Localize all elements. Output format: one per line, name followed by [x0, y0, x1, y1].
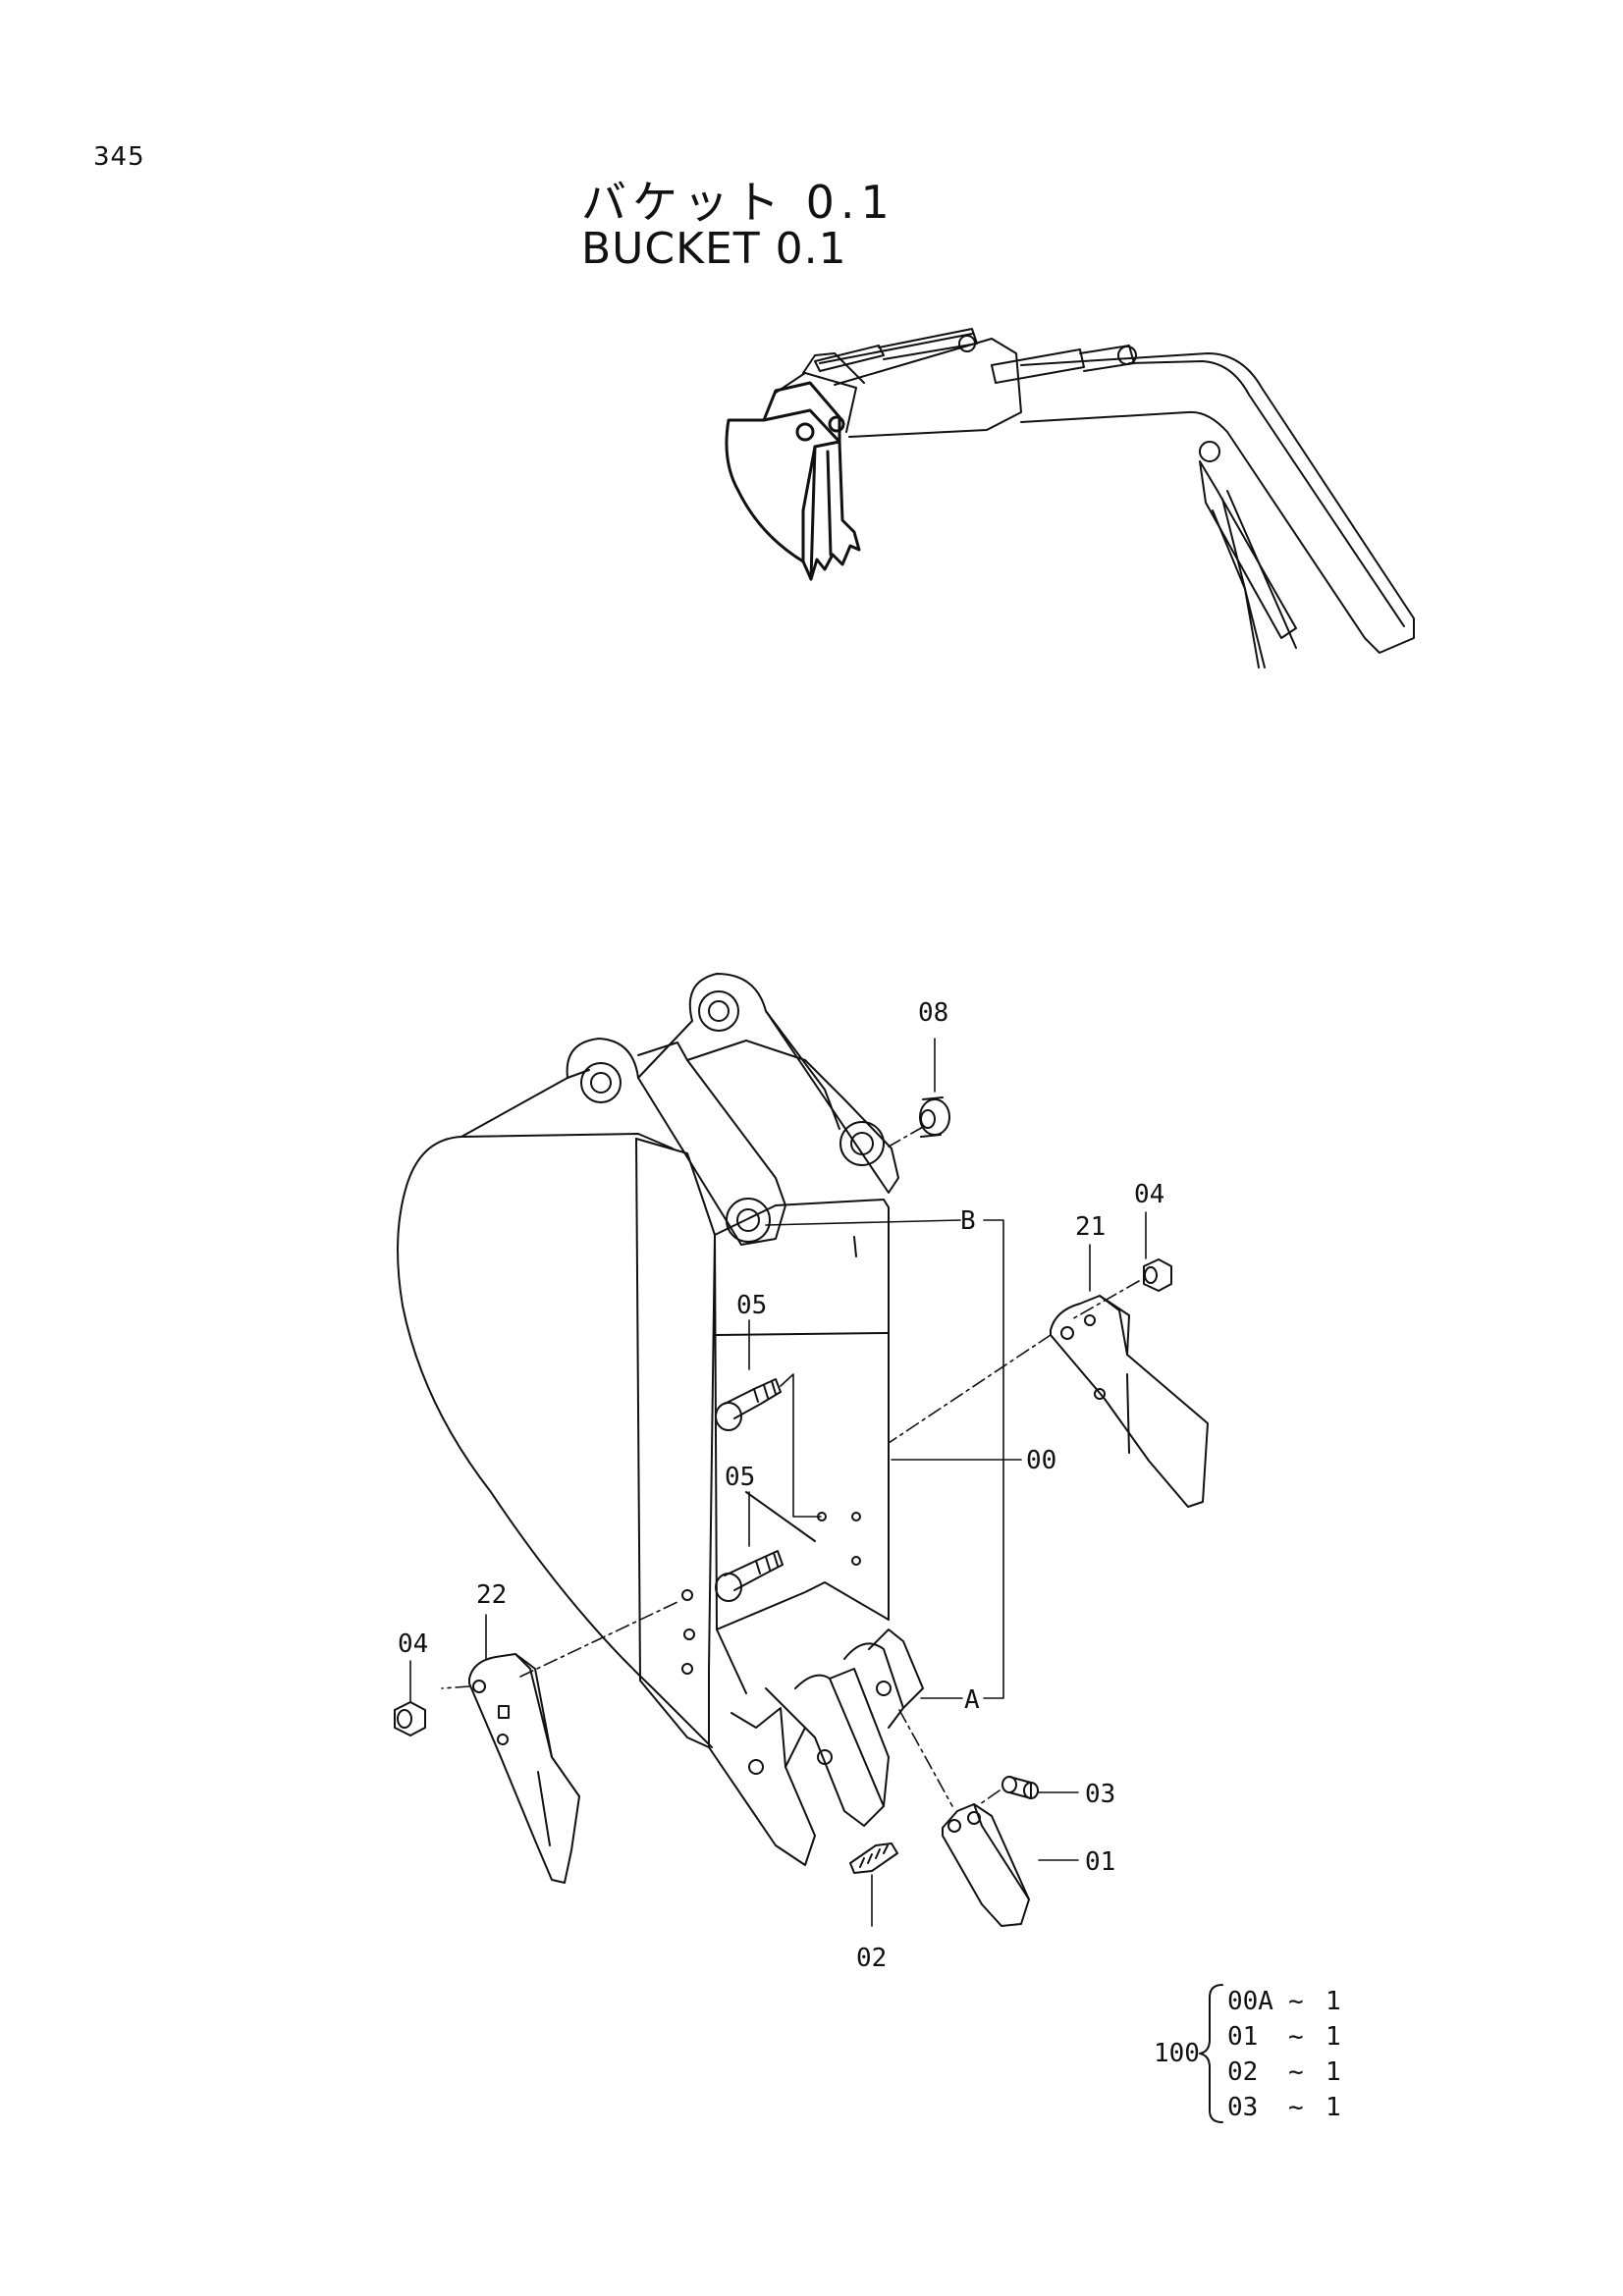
part-02-lock [849, 1842, 898, 1874]
bucket-assembly [397, 973, 924, 1866]
kit-item-part: 00A [1227, 1987, 1273, 2016]
callout-03: 03 [1085, 1780, 1115, 1809]
kit-item-sep: ~ [1288, 1987, 1304, 2016]
callout-00: 00 [1026, 1446, 1056, 1475]
callout-01: 01 [1085, 1847, 1115, 1877]
page-number: 345 [93, 142, 145, 172]
kit-item-qty: 1 [1325, 2057, 1341, 2087]
kit-item: 00A ~ 1 [1227, 1987, 1341, 2016]
kit-item: 01 ~ 1 [1227, 2022, 1341, 2052]
callout-22: 22 [476, 1580, 507, 1610]
overview-bucket [725, 408, 861, 581]
callout-labels: 08 B 04 21 05 00 05 22 04 A 03 01 02 [398, 998, 1164, 1973]
part-05-bolt-upper [715, 1378, 782, 1431]
kit-item: 03 ~ 1 [1227, 2093, 1341, 2122]
bucket-shell [397, 1136, 713, 1748]
part-05-bolt-lower [715, 1550, 784, 1602]
teeth-adapters [708, 1727, 816, 1866]
callout-B: B [960, 1206, 976, 1236]
part-04-nut-right [1143, 1258, 1172, 1292]
title-japanese: バケット 0.1 [581, 176, 895, 229]
part-22-side-cutter [468, 1653, 580, 1884]
callout-04-left: 04 [398, 1629, 428, 1659]
callout-02: 02 [856, 1944, 887, 1973]
callout-A: A [964, 1685, 980, 1715]
part-04-nut-left [394, 1701, 426, 1736]
kit-item-qty: 1 [1325, 2022, 1341, 2052]
callout-21: 21 [1075, 1212, 1106, 1242]
part-21-side-cutter [1050, 1295, 1209, 1508]
part-01-tooth [942, 1803, 1030, 1927]
kit-table: 100 00A ~ 1 01 ~ 1 02 ~ 1 03 ~ 1 [1154, 1984, 1341, 2123]
part-03-pin [1001, 1776, 1039, 1799]
kit-number: 100 [1154, 2039, 1200, 2068]
kit-item-sep: ~ [1288, 2057, 1304, 2087]
kit-item-sep: ~ [1288, 2022, 1304, 2052]
title-english: BUCKET 0.1 [581, 224, 847, 274]
part-08-bushing [919, 1096, 950, 1138]
bucket-side-plate [635, 1138, 716, 1748]
leader-lines [409, 1038, 1147, 1927]
kit-brace [1199, 1984, 1223, 2123]
kit-item-qty: 1 [1325, 2093, 1341, 2122]
kit-item-qty: 1 [1325, 1987, 1341, 2016]
callout-05-upper: 05 [736, 1291, 767, 1320]
kit-item: 02 ~ 1 [1227, 2057, 1341, 2087]
callout-08: 08 [918, 998, 948, 1028]
kit-item-part: 02 [1227, 2057, 1258, 2087]
bucket-bracket [566, 1038, 786, 1246]
kit-item-part: 01 [1227, 2022, 1258, 2052]
kit-item-part: 03 [1227, 2093, 1258, 2122]
overview-arm-illustration [725, 328, 1415, 668]
callout-05-lower: 05 [725, 1463, 755, 1492]
kit-item-sep: ~ [1288, 2093, 1304, 2122]
callout-04-right: 04 [1134, 1180, 1164, 1209]
